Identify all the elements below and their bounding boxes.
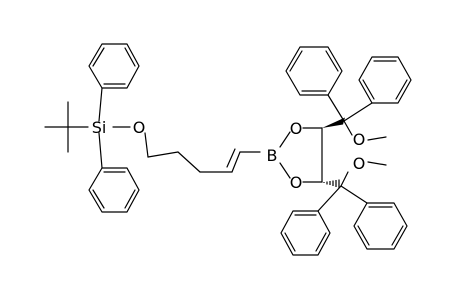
upper-diphenylmethoxymethyl — [327, 94, 387, 141]
phenyl-ring-si-lower — [88, 132, 140, 213]
lower-diphenylmethoxymethyl — [317, 161, 387, 212]
methoxy-oxygen-lower-label: O — [353, 154, 366, 173]
tert-butyl-group — [44, 101, 89, 153]
phenyl-ring-upper-left — [285, 46, 343, 96]
phenyl-ring-lower-right — [353, 202, 408, 250]
silicon-atom-label: Si — [92, 118, 107, 137]
boron-atom-label: B — [267, 146, 278, 165]
dioxaborolane-ring — [279, 127, 323, 183]
silyl-ether-chain — [112, 126, 261, 173]
wedge-bond-upper — [322, 117, 345, 128]
silyl-ether-oxygen-label: O — [133, 118, 146, 137]
phenyl-ring-lower-left — [280, 210, 331, 256]
methoxy-oxygen-upper-label: O — [353, 130, 366, 149]
phenyl-ring-si-upper — [88, 43, 140, 122]
ring-oxygen-lower-label: O — [290, 173, 303, 192]
ring-oxygen-upper-label: O — [290, 119, 303, 138]
phenyl-ring-upper-right — [358, 56, 412, 104]
hash-bond-lower — [323, 179, 340, 188]
